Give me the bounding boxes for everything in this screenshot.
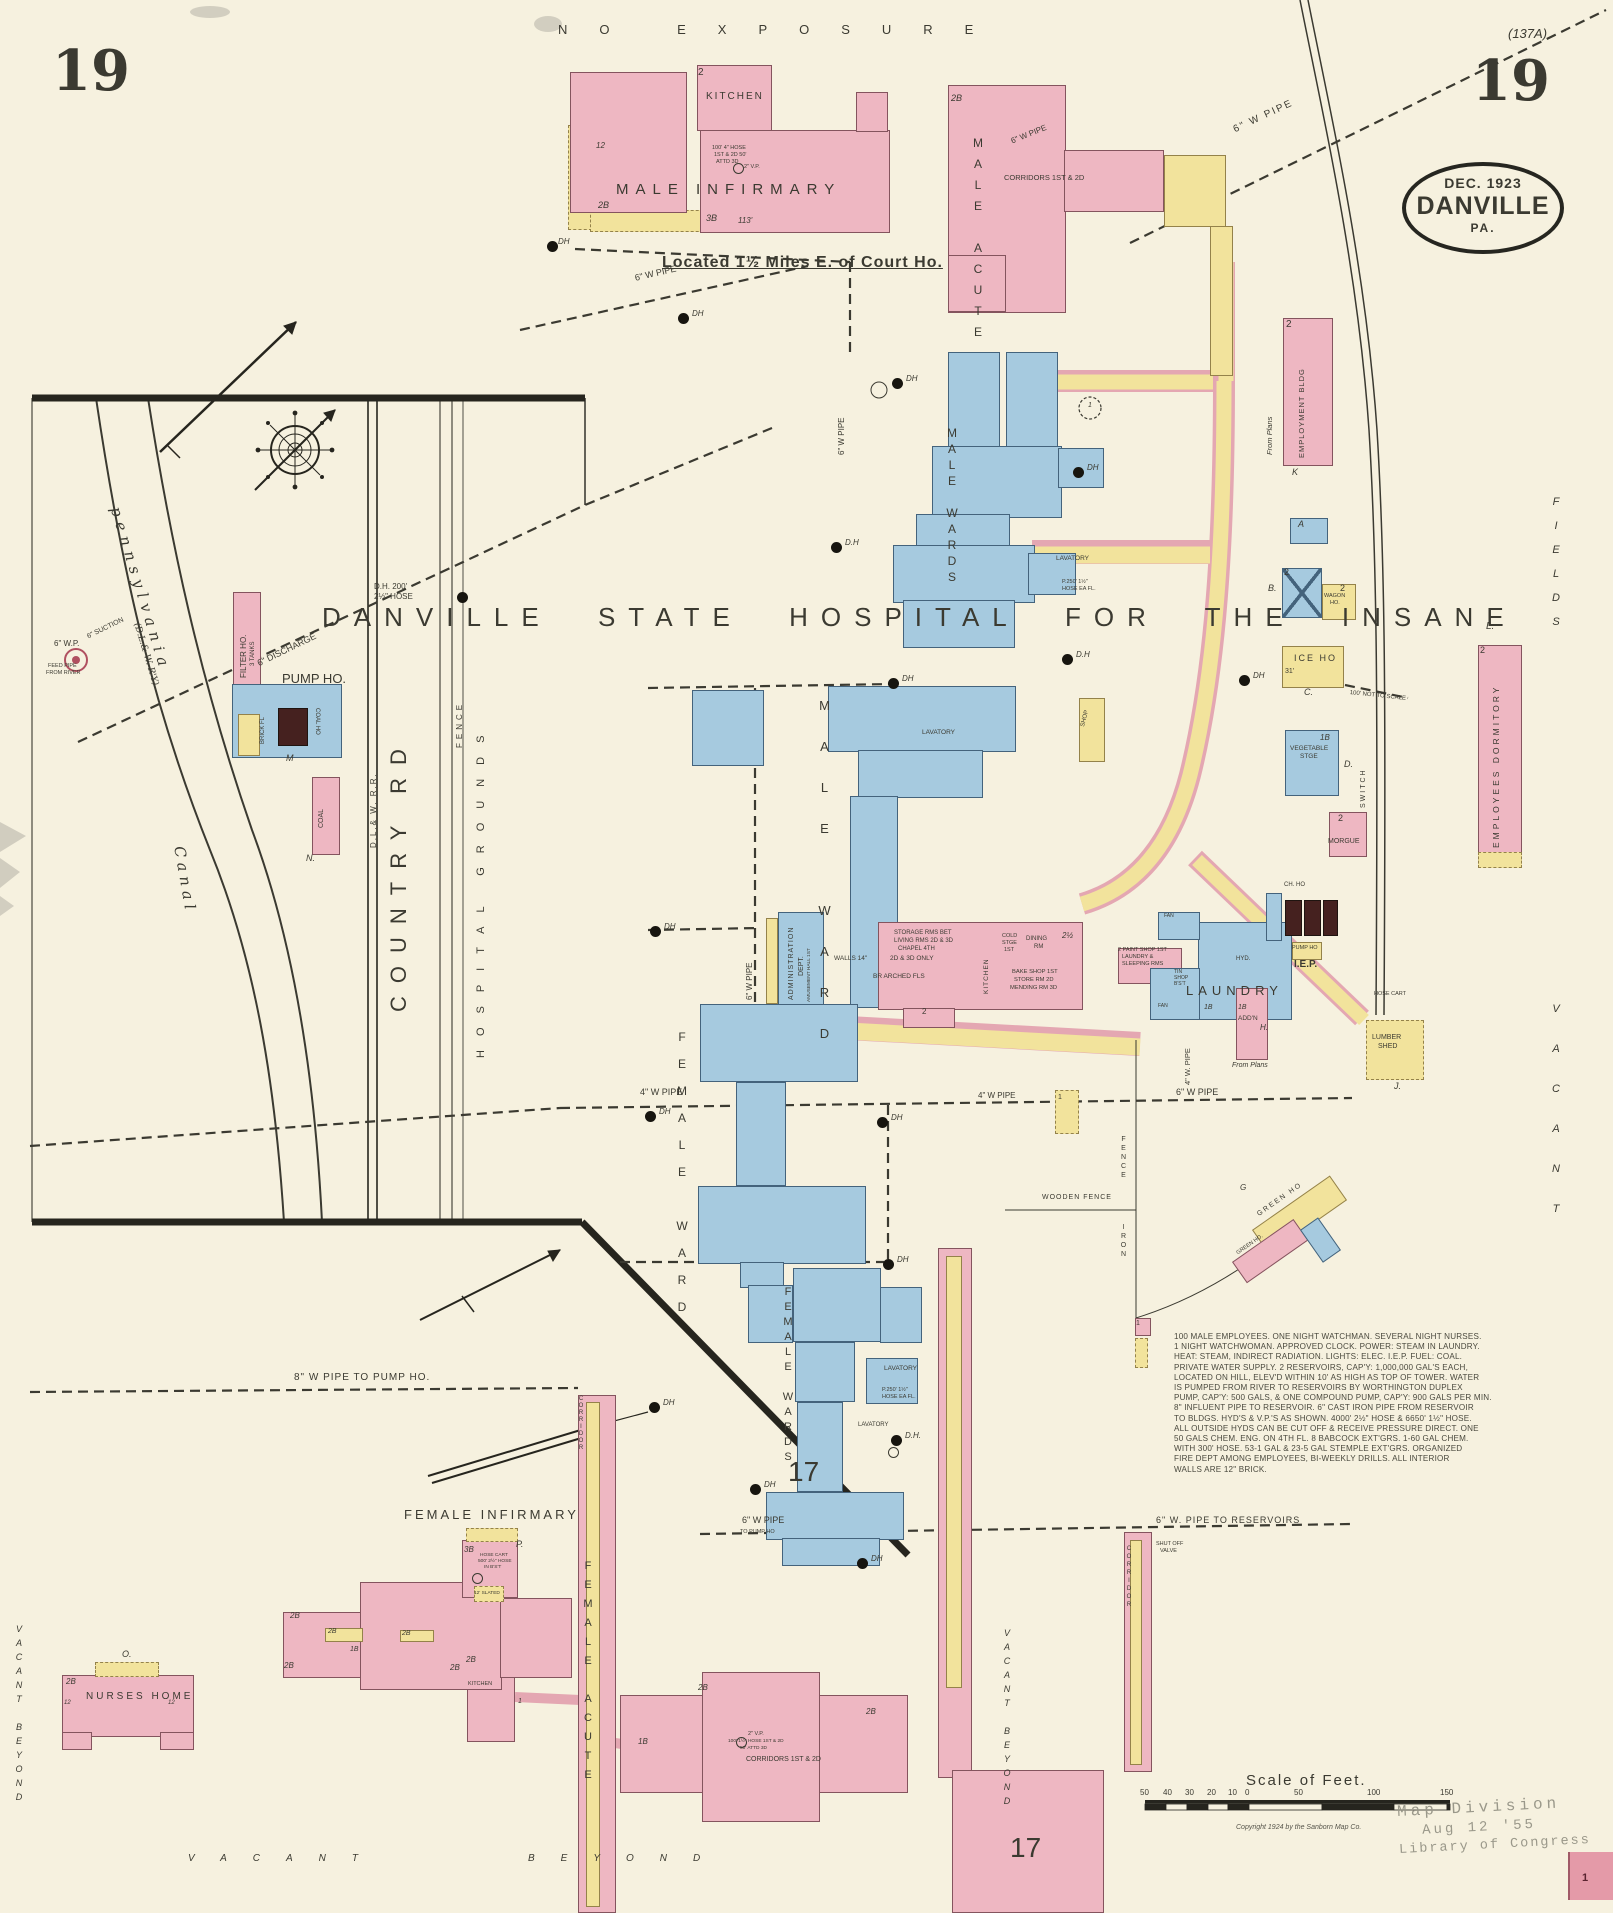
right-road bbox=[1299, 0, 1386, 1016]
north-arrow-south bbox=[419, 1249, 561, 1321]
boundary-lines bbox=[31, 394, 911, 1558]
water-pipes bbox=[29, 9, 1607, 1536]
scale-bar bbox=[1144, 1800, 1451, 1811]
fence-lines bbox=[1005, 1040, 1259, 1319]
pennsylvania-canal bbox=[95, 397, 323, 1223]
covered-walkways bbox=[514, 262, 1369, 1749]
misc-symbols bbox=[64, 381, 1152, 1572]
compass-rose bbox=[159, 321, 336, 491]
paper-tears bbox=[0, 6, 562, 916]
